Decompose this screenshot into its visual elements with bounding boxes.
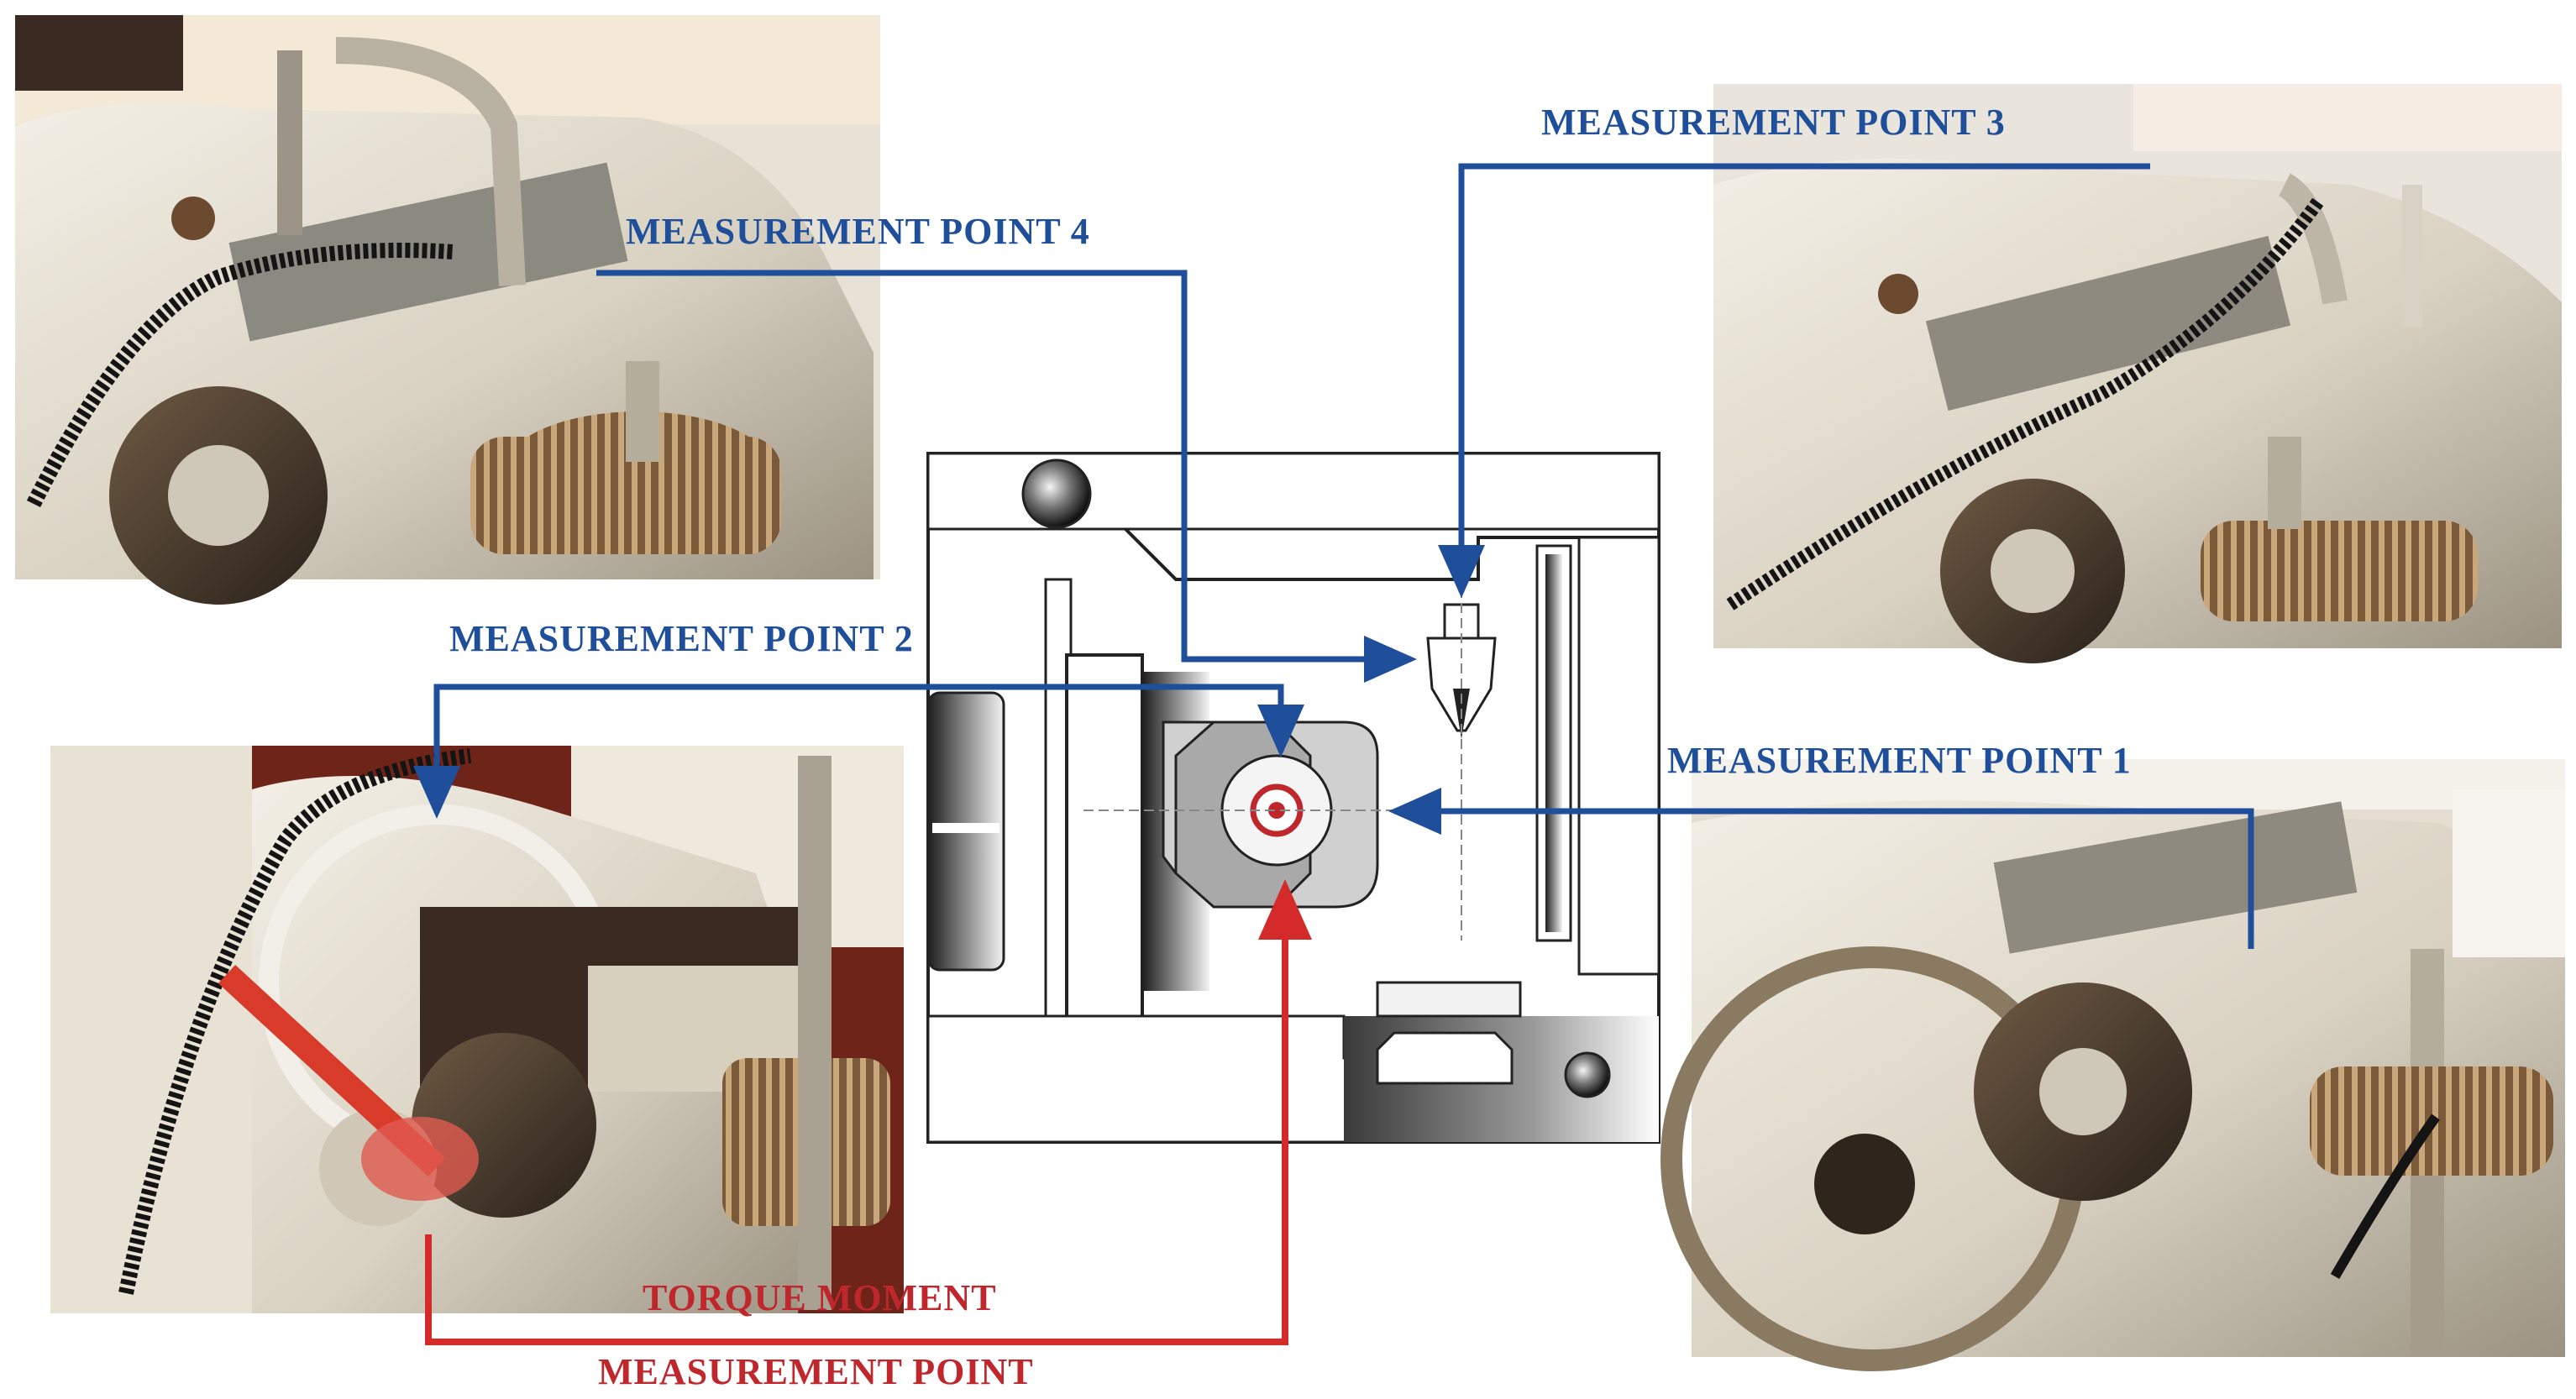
label-measurement-point-2: MEASUREMENT POINT 2 — [449, 618, 914, 659]
label-torque-measurement-point: MEASUREMENT POINT — [598, 1351, 1034, 1392]
photo-measurement-point-2 — [50, 746, 904, 1313]
label-measurement-point-3: MEASUREMENT POINT 3 — [1541, 102, 2006, 143]
knob-icon — [1021, 458, 1092, 529]
label-measurement-point-4: MEASUREMENT POINT 4 — [626, 211, 1090, 252]
photo-measurement-point-4 — [15, 15, 880, 605]
connector-torque-moment — [425, 879, 1312, 1345]
photo-measurement-point-1 — [1660, 759, 2565, 1371]
photo-measurement-point-3 — [1713, 84, 2562, 663]
machine-schematic — [926, 452, 1660, 1144]
label-torque-moment: TORQUE MOMENT — [643, 1277, 997, 1318]
knob-icon — [1564, 1051, 1611, 1098]
connector-measurement-point-3 — [1438, 163, 2150, 598]
connector-measurement-point-4 — [596, 270, 1417, 683]
label-measurement-point-1: MEASUREMENT POINT 1 — [1667, 740, 2132, 781]
connector-measurement-point-1 — [1388, 788, 2254, 949]
